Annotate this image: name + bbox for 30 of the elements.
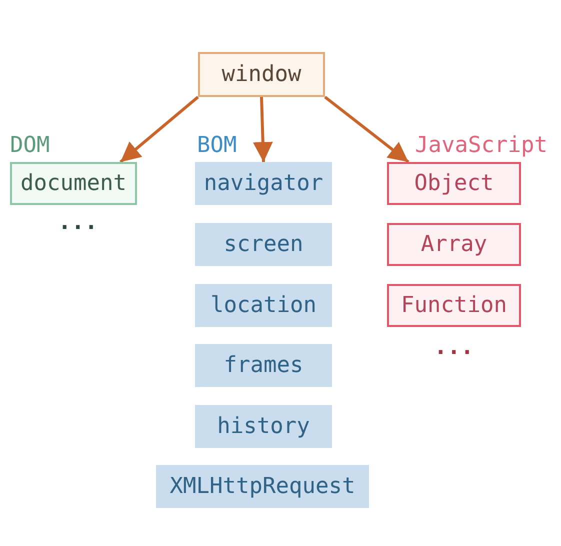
ellipsis: ... (434, 335, 474, 361)
box-label: navigator (204, 170, 324, 196)
box-label: history (217, 414, 310, 440)
box-label: Function (401, 292, 507, 318)
box-label: Array (420, 232, 488, 258)
object-box (195, 284, 332, 327)
object-box (387, 284, 521, 327)
arrow (324, 96, 410, 164)
box-label: location (210, 292, 316, 318)
box-label: XMLHttpRequest (170, 474, 356, 500)
object-box (387, 223, 521, 266)
object-box (10, 162, 137, 205)
object-box (156, 465, 369, 508)
object-box (195, 223, 332, 266)
box-label: window (222, 62, 302, 88)
box-label: frames (224, 352, 304, 378)
box-label: Object (414, 170, 494, 196)
ellipsis: ... (58, 210, 98, 236)
box-label: document (20, 170, 126, 196)
object-box (195, 344, 332, 387)
arrow (252, 96, 273, 162)
column-heading: JavaScript (415, 133, 548, 159)
box-label: screen (224, 232, 304, 258)
column-heading: DOM (10, 133, 50, 159)
object-box (195, 405, 332, 448)
column-heading: BOM (197, 133, 237, 159)
object-box (198, 52, 325, 97)
object-box (387, 162, 521, 205)
arrow (120, 96, 199, 164)
object-box (195, 162, 332, 205)
